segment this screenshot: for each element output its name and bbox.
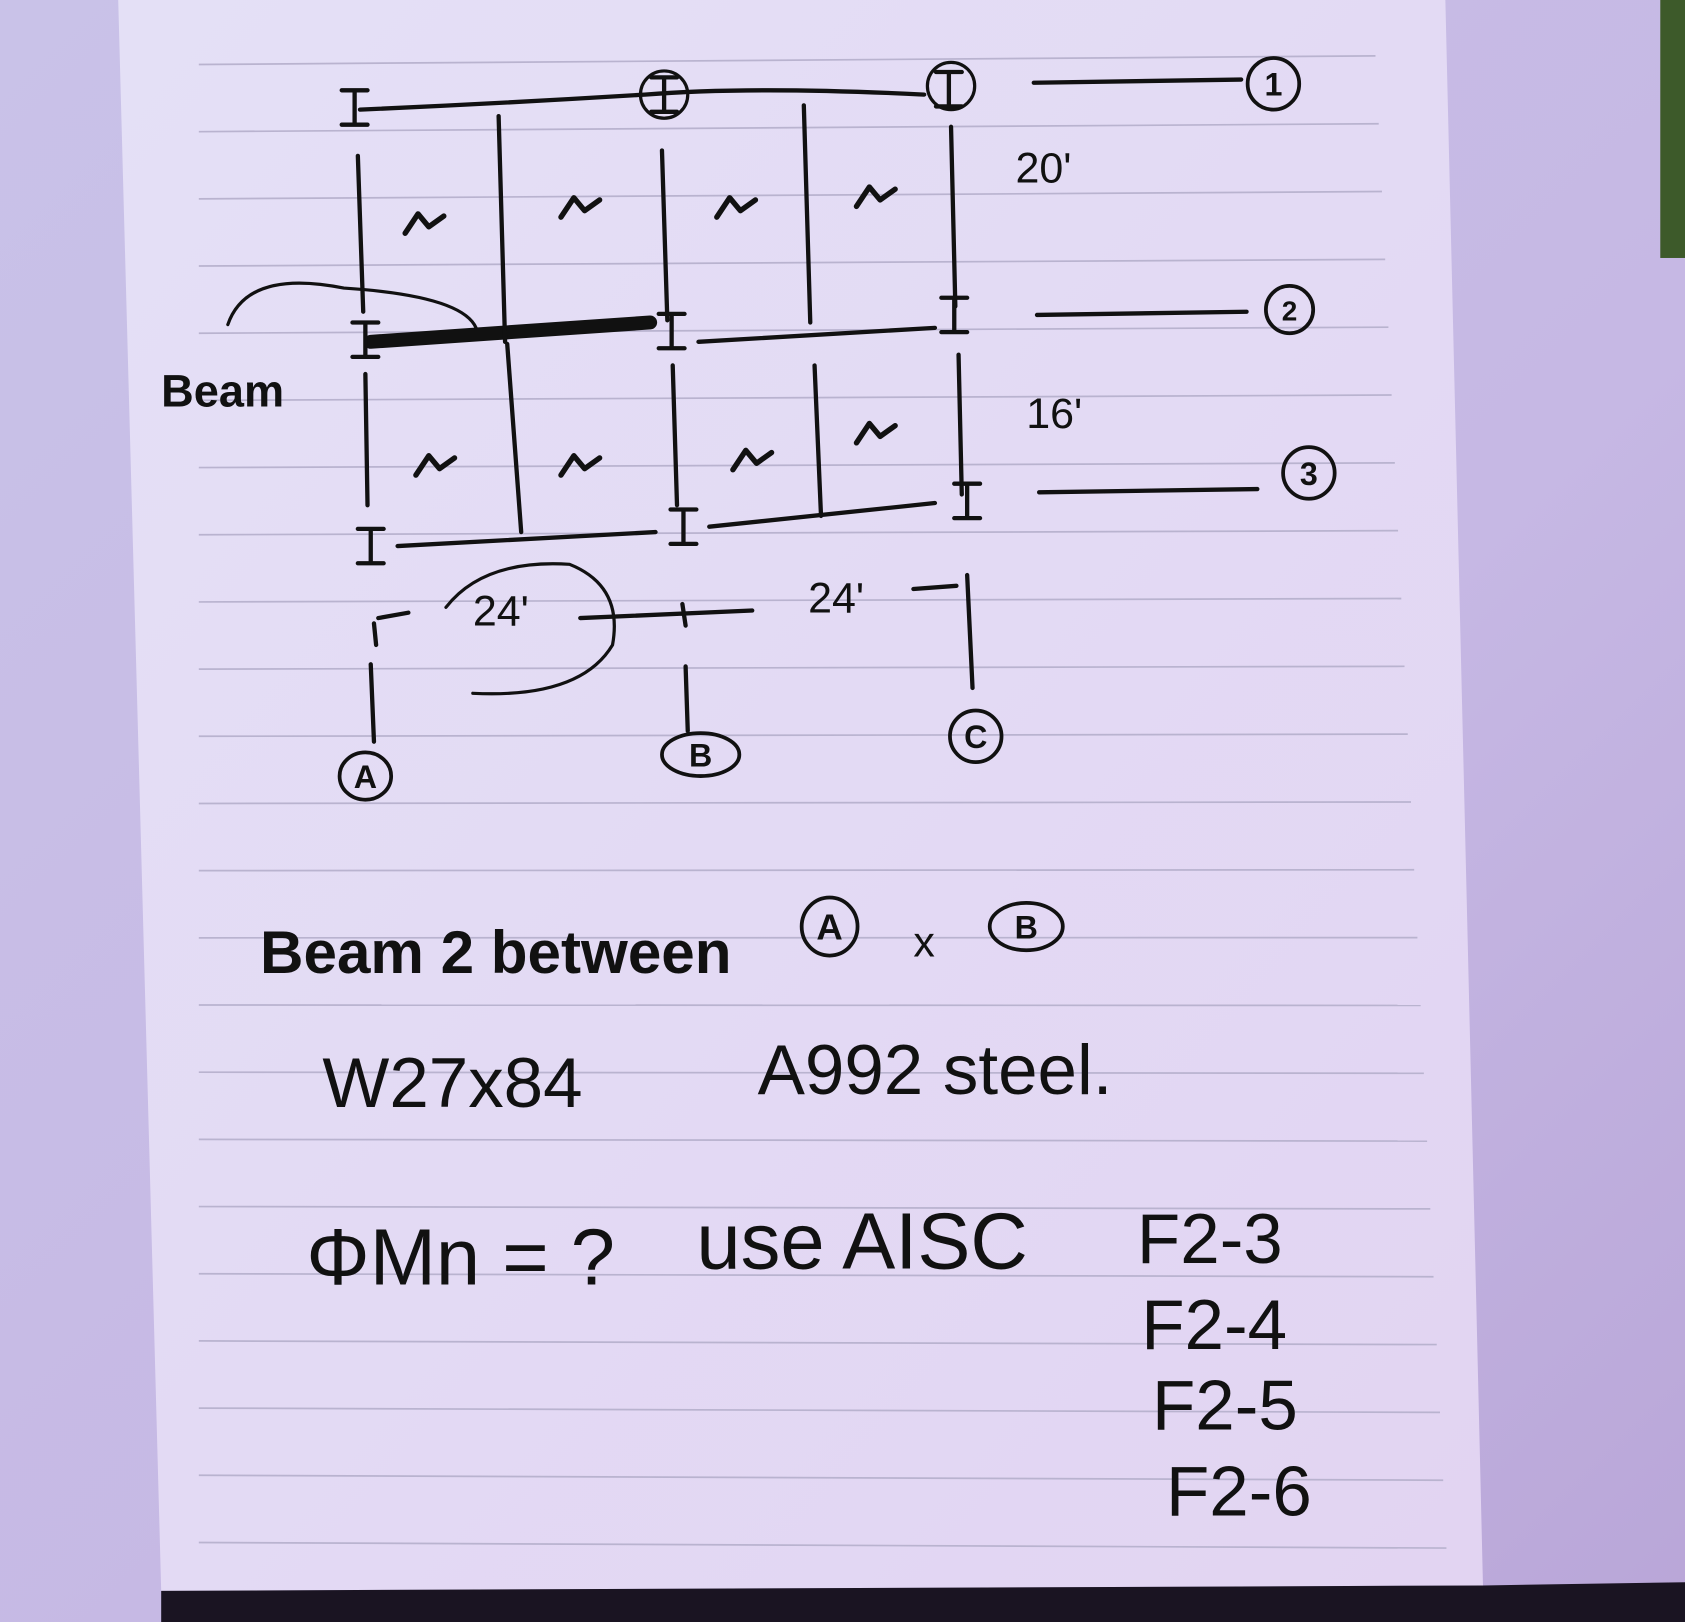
span-direction-mark (853, 420, 898, 446)
beam-callout-label: Beam (161, 365, 284, 416)
column-icon (656, 311, 687, 351)
ruled-line (198, 190, 1382, 200)
column-icon (668, 507, 699, 547)
column-icon (339, 88, 370, 127)
column-icon (952, 481, 983, 521)
ruled-line (198, 529, 1399, 536)
ruled-line (198, 1474, 1444, 1482)
row-leader-3 (1037, 486, 1260, 495)
infill-beam-1 (496, 113, 524, 535)
equation-f2-3: F2-3 (1137, 1200, 1283, 1279)
framing-plan (226, 77, 1260, 744)
span-direction-marks (402, 184, 898, 478)
column-symbols (339, 60, 983, 566)
row-spacing-16: 16' (1026, 390, 1082, 438)
column-icon (939, 295, 970, 335)
ruled-line (198, 733, 1408, 738)
grid-label-2: 2 (1282, 295, 1298, 326)
note-material: A992 steel. (758, 1031, 1113, 1110)
ruled-line (198, 122, 1379, 133)
note-joiner: x (913, 919, 935, 967)
beam-2-highlight (363, 315, 658, 349)
ruled-line (198, 1138, 1428, 1142)
ruled-line (198, 1541, 1447, 1549)
dimension-line-cols (368, 572, 975, 744)
grid-bubble-a (337, 750, 394, 802)
grid-label-1: 1 (1264, 67, 1282, 103)
ruled-line (198, 597, 1402, 603)
paper-sheet (118, 0, 1483, 1591)
equation-f2-4: F2-4 (1141, 1286, 1287, 1365)
column-icon (649, 75, 680, 114)
grid-bubble-1 (1245, 56, 1302, 112)
grid-label-b: B (689, 737, 712, 773)
column-circle-icon (925, 60, 977, 112)
green-edge (1660, 0, 1685, 258)
row-spacing-20: 20' (1016, 145, 1072, 193)
span-direction-mark (558, 195, 603, 220)
column-icon (355, 526, 386, 566)
grid-bubble-b (660, 731, 742, 778)
column-line-b (659, 148, 680, 508)
ruled-line (198, 326, 1389, 335)
gridline-row-1 (357, 88, 927, 112)
grid-bubble-3 (1281, 445, 1337, 501)
column-icon (350, 320, 381, 360)
note-section: W27x84 (322, 1044, 582, 1123)
note-instruction: use AISC (696, 1196, 1027, 1285)
grid-bubble-2 (1264, 284, 1316, 336)
span-direction-mark (714, 195, 759, 220)
device-bottom-edge (161, 1582, 1685, 1622)
note-question: ΦMn = ? (306, 1212, 615, 1301)
ruled-line (198, 1272, 1434, 1278)
ruled-line (198, 461, 1395, 469)
ruled-lines (198, 55, 1447, 1549)
gridline-row-2 (696, 325, 938, 344)
grid-bubble-c (948, 708, 1004, 764)
span-direction-mark (853, 184, 898, 210)
span-direction-mark (730, 447, 775, 473)
col-spacing-bc: 24' (808, 575, 864, 623)
beam-callout-arc (226, 281, 478, 330)
ruled-line (198, 55, 1376, 66)
ruled-line (198, 1407, 1440, 1414)
grid-label-3: 3 (1300, 456, 1318, 492)
col-spacing-ab: 24' (473, 588, 529, 636)
ruled-line (198, 394, 1392, 402)
ruled-line (198, 1205, 1431, 1210)
note-bubble-b (987, 901, 1065, 953)
ruled-line (198, 1071, 1424, 1075)
ruled-line (198, 801, 1411, 805)
ruled-line (198, 868, 1415, 872)
grid-label-a: A (354, 759, 377, 795)
note-label-a: A (816, 906, 842, 947)
dimension-circle (444, 562, 616, 696)
ruled-line (198, 258, 1386, 267)
grid-label-c: C (964, 719, 987, 755)
equation-f2-6: F2-6 (1166, 1453, 1312, 1532)
span-direction-mark (558, 453, 603, 478)
note-bubble-a (799, 895, 860, 958)
note-beam-between: Beam 2 between (260, 919, 731, 986)
column-line-c (948, 124, 964, 497)
ruled-line (198, 665, 1405, 670)
row-leader-1 (1031, 77, 1244, 85)
infill-beam-2 (801, 103, 824, 519)
span-direction-mark (402, 211, 447, 236)
column-line-a (355, 153, 370, 508)
column-circle-icon (638, 69, 690, 120)
equation-f2-5: F2-5 (1152, 1367, 1298, 1446)
span-direction-mark (413, 453, 458, 478)
note-label-b: B (1015, 909, 1038, 945)
ruled-line (198, 1340, 1437, 1346)
row-leader-2 (1034, 309, 1249, 318)
